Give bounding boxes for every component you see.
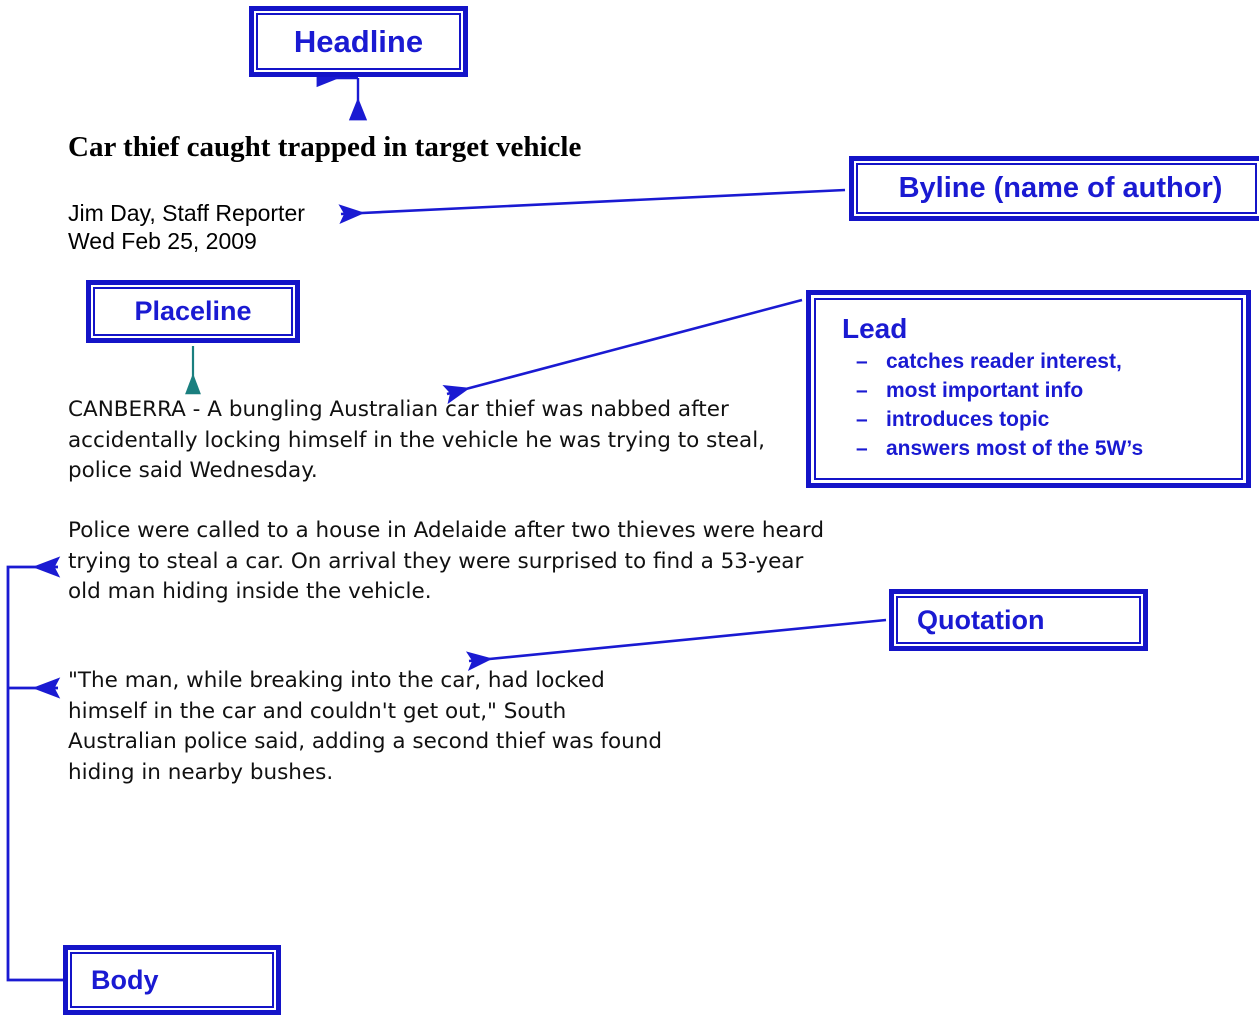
article-lead-paragraph: CANBERRA - A bungling Australian car thi… <box>68 397 766 483</box>
callout-inner-border: Byline (name of author) <box>856 163 1257 214</box>
callout-box-headline[interactable]: Headline <box>249 6 468 77</box>
callout-inner-border: Body <box>70 952 274 1008</box>
callout-label-headline: Headline <box>293 23 424 59</box>
arrow-byline-to-article-byline <box>338 188 846 224</box>
callout-label-quotation: Quotation <box>917 604 1045 635</box>
callout-box-quotation[interactable]: Quotation <box>889 589 1148 651</box>
arrow-body-bracket-trunk <box>6 556 63 982</box>
lead-bullet-item: – most important info <box>842 376 1231 405</box>
callout-inner-border: Lead – catches reader interest, – most i… <box>814 298 1243 480</box>
article-byline-author: Jim Day, Staff Reporter <box>68 200 305 226</box>
article-body-paragraph: Police were called to a house in Adelaid… <box>68 518 824 604</box>
lead-bullet-item: – answers most of the 5W’s <box>842 434 1231 463</box>
callout-box-lead[interactable]: Lead – catches reader interest, – most i… <box>806 290 1251 488</box>
callout-inner-border: Placeline <box>93 287 293 336</box>
lead-bullet-text: answers most of the 5W’s <box>886 437 1144 460</box>
article-byline-date: Wed Feb 25, 2009 <box>68 228 257 254</box>
lead-bullet-item: – catches reader interest, <box>842 347 1231 376</box>
callout-inner-border: Quotation <box>896 596 1141 644</box>
arrow-lead-to-lead-paragraph <box>442 298 803 405</box>
lead-bullet-dash: – <box>856 379 868 402</box>
callout-label-placeline: Placeline <box>134 296 252 326</box>
callout-inner-border: Headline <box>256 13 461 70</box>
lead-bullet-text: catches reader interest, <box>886 350 1122 373</box>
lead-bullet-item: – introduces topic <box>842 405 1231 434</box>
lead-bullet-text: introduces topic <box>886 408 1050 431</box>
article-headline: Car thief caught trapped in target vehic… <box>68 131 582 163</box>
article-byline: Jim Day, Staff Reporter Wed Feb 25, 2009 <box>68 199 305 255</box>
lead-bullet-dash: – <box>856 350 868 373</box>
lead-bullet-dash: – <box>856 408 868 431</box>
callout-label-byline: Byline (name of author) <box>898 172 1223 204</box>
lead-bullet-dash: – <box>856 437 868 460</box>
article-quote-paragraph: "The man, while breaking into the car, h… <box>68 668 663 785</box>
lead-bullet-text: most important info <box>886 379 1084 402</box>
callout-label-body: Body <box>91 964 159 995</box>
callout-box-byline[interactable]: Byline (name of author) <box>849 156 1259 221</box>
callout-box-body[interactable]: Body <box>63 945 281 1015</box>
callout-label-lead: Lead <box>842 313 908 344</box>
lead-bullet-list: – catches reader interest, – most import… <box>842 347 1231 463</box>
callout-box-placeline[interactable]: Placeline <box>86 280 300 343</box>
arrow-quotation-to-quote-paragraph <box>465 618 887 672</box>
